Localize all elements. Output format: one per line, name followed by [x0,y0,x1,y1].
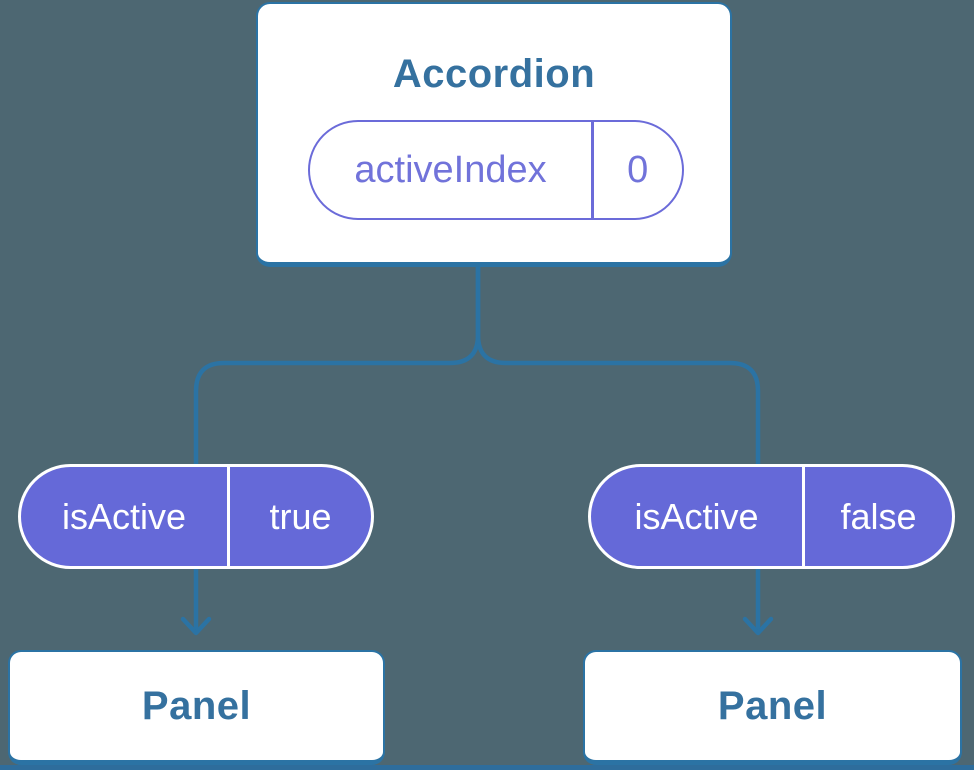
state-pill-divider [591,122,594,218]
prop-pill-right-divider [802,467,805,566]
accordion-card-title: Accordion [392,52,596,96]
connector-left-branch [193,266,481,631]
arrowhead-right-icon [742,616,774,636]
prop-pill-right: isActive false [588,464,955,569]
panel-card-right: Panel [583,650,962,765]
connector-right-branch [475,266,761,631]
prop-pill-left-label: isActive [61,495,187,537]
prop-pill-right-label: isActive [634,495,759,537]
state-pill-activeindex: activeIndex 0 [308,120,684,220]
state-pill-label: activeIndex [354,148,547,191]
arrowhead-left-icon [180,616,212,636]
accordion-card: Accordion activeIndex 0 [256,2,732,267]
panel-card-left: Panel [8,650,385,765]
prop-pill-left: isActive true [18,464,374,569]
prop-pill-left-divider [227,467,230,566]
prop-pill-right-value: false [840,495,917,537]
state-pill-value: 0 [627,148,649,191]
prop-pill-left-value: true [269,495,332,537]
panel-left-title: Panel [141,683,252,728]
bottom-edge-strip [0,765,974,770]
panel-right-title: Panel [717,683,828,728]
